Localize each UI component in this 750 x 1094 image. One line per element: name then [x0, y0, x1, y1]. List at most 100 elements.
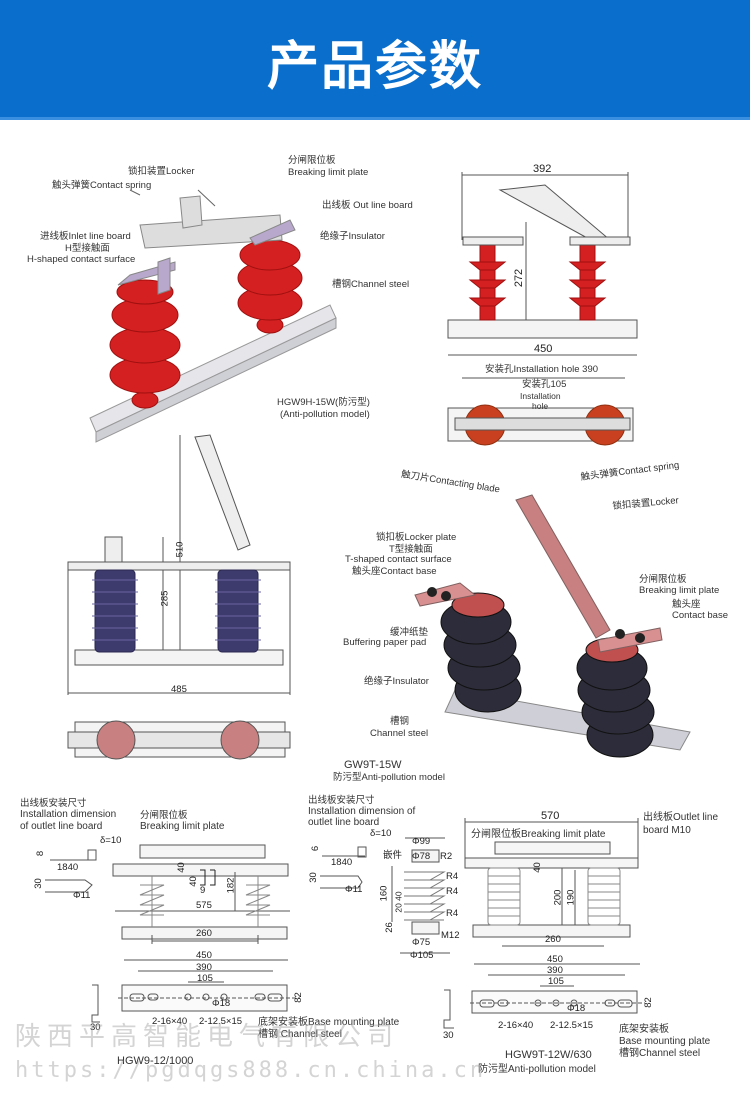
model-hgw9h: HGW9H-15W(防污型)	[277, 397, 370, 408]
s5-title-en2: of outlet line board	[20, 821, 103, 832]
s6-phi78: Φ78	[412, 851, 431, 862]
label-channel-steel: 槽钢Channel steel	[332, 279, 410, 290]
s9-base-en: Base mounting plate	[619, 1036, 711, 1047]
hgw9-12-front-drawing	[45, 844, 290, 944]
s5-breaking-cn: 分闸限位板	[140, 810, 188, 821]
dim-392: 392	[533, 163, 552, 175]
s5-title-cn: 出线板安装尺寸	[20, 798, 87, 809]
s7-dim-570: 570	[541, 810, 560, 822]
s8-dim-82: 82	[292, 992, 304, 1003]
s6-title-en2: outlet line board	[308, 817, 380, 828]
s7-dim-40: 40	[531, 862, 543, 873]
s7-dim-260: 260	[545, 934, 561, 945]
s6-embed: 嵌件	[383, 850, 403, 861]
dim-272: 272	[513, 268, 526, 288]
label-contact-base-en: Contact base	[672, 610, 728, 621]
label-t-contact-cn: T型接触面	[389, 544, 433, 555]
model-gw9t-subtitle: 防污型Anti-pollution model	[333, 772, 445, 783]
base-plate-right	[443, 963, 645, 1029]
s8-dim-450: 450	[196, 950, 212, 961]
s6-title-en1: Installation dimension of	[308, 806, 416, 817]
s5-dim-40a: 40	[175, 862, 187, 873]
watermark-company: 陕西平高智能电气有限公司	[15, 1022, 400, 1052]
s6-dim-2040: 20 40	[393, 891, 404, 913]
label-insulator-2: 绝缘子Insulator	[364, 676, 429, 687]
s5-dim-8: 8	[35, 850, 47, 857]
s9-dim-30: 30	[443, 1030, 454, 1041]
s5-delta: δ=10	[100, 835, 122, 846]
s6-r4c: R4	[446, 908, 459, 919]
s6-title-cn: 出线板安装尺寸	[308, 795, 375, 806]
red-insulator-right	[237, 239, 303, 334]
page-title: 产品参数	[266, 37, 483, 97]
model-hgw9t-12w: HGW9T-12W/630	[505, 1049, 592, 1061]
s6-phi75: Φ75	[412, 937, 431, 948]
s9-base-cn: 底架安装板	[619, 1024, 669, 1035]
hgw9t-front-drawing	[464, 818, 639, 947]
base-plate-left	[91, 959, 300, 1023]
s5-dim-575: 575	[196, 900, 212, 911]
s8-dim-390: 390	[196, 962, 212, 973]
s8-slot-1: 2-16×40	[152, 1016, 188, 1027]
s9-dim-82: 82	[642, 997, 654, 1008]
s7-dim-200: 200	[552, 889, 564, 906]
model-hgw9t-12w-subtitle: 防污型Anti-pollution model	[478, 1064, 596, 1075]
s9-slot-2: 2-12.5×15	[550, 1020, 594, 1031]
label-breaking-en-2: Breaking limit plate	[639, 585, 720, 596]
label-inlet-line-board: 进线板Inlet line board	[40, 231, 131, 242]
s5-dim-40b: 40	[187, 876, 199, 887]
s7-breaking: 分闸限位板Breaking limit plate	[471, 829, 606, 840]
s8-slot-2: 2-12.5×15	[199, 1016, 243, 1027]
label-h-contact-en: H-shaped contact surface	[27, 254, 136, 265]
dim-510: 510	[174, 541, 186, 558]
label-locker: 锁扣装置Locker	[128, 166, 195, 177]
s8-channel: 槽钢 Channel steel	[258, 1029, 342, 1040]
s8-base-plate: 底架安装板Base mounting plate	[258, 1017, 400, 1028]
s9-phi18: Φ18	[567, 1003, 586, 1014]
red-insulator-left	[109, 279, 181, 409]
s6-delta: δ=10	[370, 828, 392, 839]
label-channel-en: Channel steel	[370, 728, 429, 739]
s6-dim-26: 26	[383, 922, 395, 933]
label-breaking-cn-2: 分闸限位板	[639, 574, 687, 585]
s5-phi11: Φ11	[73, 890, 91, 901]
s5-dim-260: 260	[196, 928, 212, 939]
label-breaking-cn: 分闸限位板	[288, 155, 336, 166]
label-buffer-cn: 缓冲纸垫	[390, 627, 429, 638]
label-breaking-en: Breaking limit plate	[288, 167, 369, 178]
label-h-contact-cn: H型接触面	[65, 243, 110, 254]
s8-dim-30: 30	[90, 1022, 101, 1033]
label-t-contact-en: T-shaped contact surface	[345, 554, 452, 565]
s5-dim-9: 9	[200, 885, 206, 896]
header-banner: 产品参数	[0, 0, 750, 120]
label-contact-base-left: 触头座Contact base	[352, 566, 437, 577]
s6-m12: M12	[441, 930, 460, 941]
label-install-hole-en2: hole	[532, 401, 549, 411]
label-install-hole-en1: Installation	[520, 391, 561, 401]
s5-dim-30: 30	[32, 878, 44, 889]
dim-285: 285	[159, 590, 171, 607]
gw9t-isometric-drawing	[414, 494, 691, 758]
s9-dim-450: 450	[547, 954, 563, 965]
label-install-hole-105: 安装孔105	[522, 379, 567, 390]
s9-channel: 槽钢Channel steel	[619, 1048, 701, 1059]
watermark-url: https://pgdqgs888.cn.china.cn	[15, 1058, 487, 1083]
s9-slot-1: 2-16×40	[498, 1020, 534, 1031]
s6-phi11: Φ11	[345, 884, 363, 895]
s9-dim-390: 390	[547, 965, 563, 976]
s6-dim-1840: 1840	[331, 857, 353, 868]
label-buffer-en: Buffering paper pad	[343, 637, 427, 648]
s6-phi105: Φ105	[410, 950, 434, 961]
s9-dim-105: 105	[548, 976, 564, 987]
s5-title-en1: Installation dimension	[20, 809, 117, 820]
model-hgw9h-subtitle: (Anti-pollution model)	[280, 409, 370, 420]
label-install-hole-390: 安装孔Installation hole 390	[485, 364, 599, 375]
blade-1	[139, 214, 283, 249]
s8-dim-105: 105	[197, 973, 213, 984]
s5-dim-1840: 1840	[57, 862, 79, 873]
label-insulator: 绝缘子Insulator	[320, 231, 385, 242]
label-channel-cn: 槽钢	[390, 716, 410, 727]
s5-dim-182: 182	[225, 877, 237, 894]
s7-dim-190: 190	[565, 889, 577, 906]
